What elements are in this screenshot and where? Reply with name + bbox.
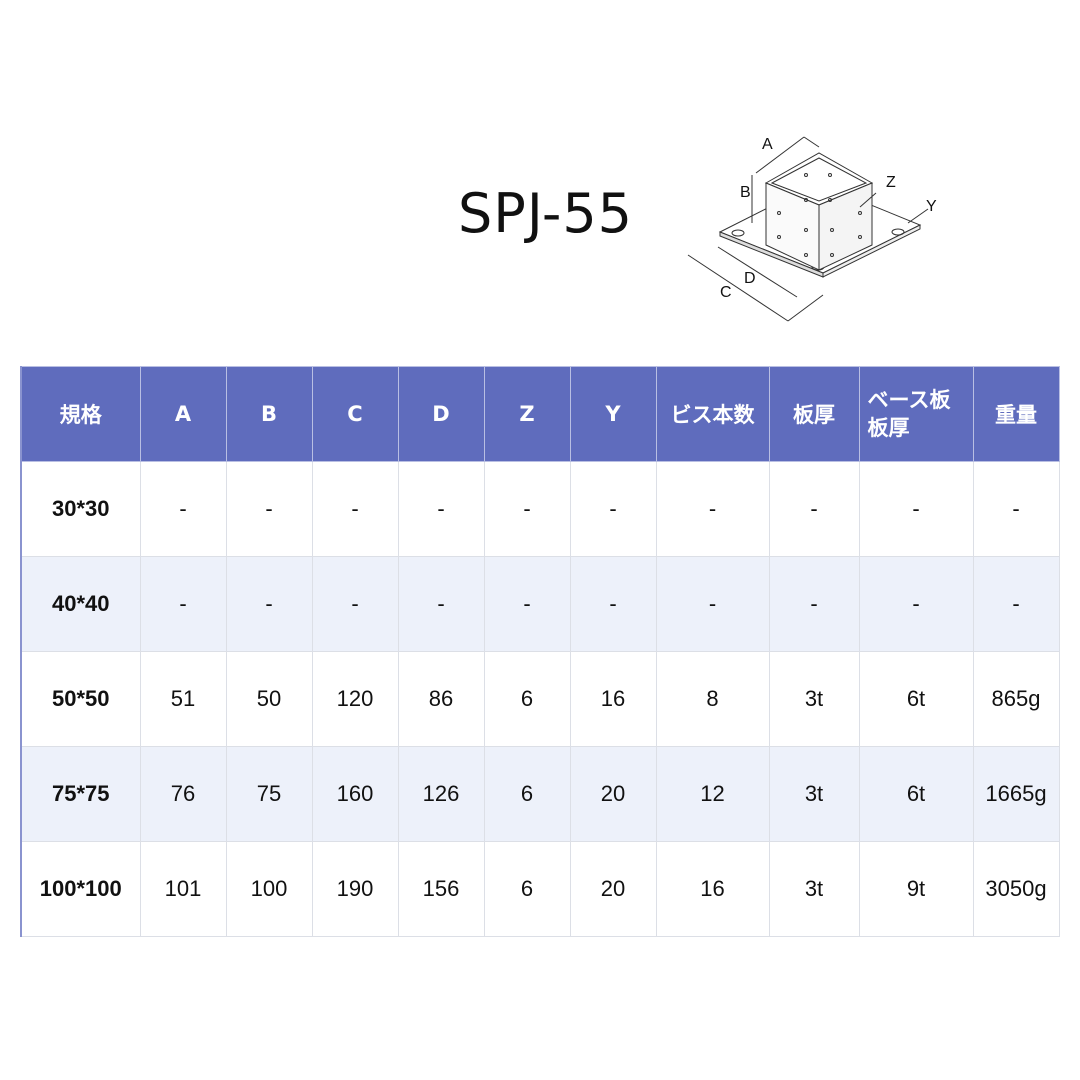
cell-a: 101 <box>139 841 227 937</box>
cell-a: - <box>139 461 227 557</box>
cell-weight: 1665g <box>972 746 1060 842</box>
cell-d: - <box>397 556 485 652</box>
dim-label-d: D <box>744 270 756 287</box>
header-d: D <box>397 366 485 462</box>
cell-z: - <box>483 461 571 557</box>
header-spec: 規格 <box>20 366 141 462</box>
cell-base-plate-thickness: 6t <box>858 651 974 747</box>
header-base-plate-thickness: ベース板 板厚 <box>858 366 974 462</box>
cell-a: 51 <box>139 651 227 747</box>
cell-c: 120 <box>311 651 399 747</box>
cell-weight: 3050g <box>972 841 1060 937</box>
cell-spec: 30*30 <box>20 461 141 557</box>
cell-b: 100 <box>225 841 313 937</box>
header-weight: 重量 <box>972 366 1060 462</box>
cell-b: - <box>225 461 313 557</box>
header-base-plate-line2: 板厚 <box>867 416 910 440</box>
post-base-diagram: A B C D Z Y <box>687 136 937 322</box>
cell-plate-thickness: 3t <box>768 746 860 842</box>
cell-y: 16 <box>569 651 657 747</box>
table-row: 75*75 76 75 160 126 6 20 12 3t 6t 1665g <box>20 746 1060 842</box>
cell-spec: 50*50 <box>20 651 141 747</box>
cell-a: - <box>139 556 227 652</box>
cell-z: 6 <box>483 746 571 842</box>
cell-a: 76 <box>139 746 227 842</box>
cell-d: 126 <box>397 746 485 842</box>
cell-z: 6 <box>483 841 571 937</box>
header-z: Z <box>483 366 571 462</box>
header-y: Y <box>569 366 657 462</box>
cell-plate-thickness: 3t <box>768 651 860 747</box>
cell-base-plate-thickness: 6t <box>858 746 974 842</box>
cell-spec: 100*100 <box>20 841 141 937</box>
cell-z: 6 <box>483 651 571 747</box>
dim-label-z: Z <box>886 174 896 191</box>
cell-screw-count: - <box>655 556 770 652</box>
spec-table: 規格 A B C D Z Y ビス本数 板厚 ベース板 板厚 重量 30*30 … <box>20 366 1060 937</box>
cell-base-plate-thickness: - <box>858 556 974 652</box>
dim-label-a: A <box>762 136 773 153</box>
cell-base-plate-thickness: - <box>858 461 974 557</box>
cell-spec: 75*75 <box>20 746 141 842</box>
cell-y: - <box>569 556 657 652</box>
header-c: C <box>311 366 399 462</box>
cell-screw-count: 8 <box>655 651 770 747</box>
cell-b: 50 <box>225 651 313 747</box>
cell-y: 20 <box>569 746 657 842</box>
table-row: 30*30 - - - - - - - - - - <box>20 461 1060 557</box>
table-row: 50*50 51 50 120 86 6 16 8 3t 6t 865g <box>20 651 1060 747</box>
cell-weight: - <box>972 556 1060 652</box>
cell-plate-thickness: 3t <box>768 841 860 937</box>
cell-plate-thickness: - <box>768 556 860 652</box>
dim-label-c: C <box>720 284 732 301</box>
table-row: 40*40 - - - - - - - - - - <box>20 556 1060 652</box>
cell-screw-count: 12 <box>655 746 770 842</box>
dim-label-y: Y <box>926 198 937 215</box>
cell-weight: 865g <box>972 651 1060 747</box>
cell-d: 86 <box>397 651 485 747</box>
cell-screw-count: - <box>655 461 770 557</box>
cell-z: - <box>483 556 571 652</box>
cell-c: 160 <box>311 746 399 842</box>
header-plate-thickness: 板厚 <box>768 366 860 462</box>
cell-c: - <box>311 461 399 557</box>
cell-b: - <box>225 556 313 652</box>
cell-base-plate-thickness: 9t <box>858 841 974 937</box>
cell-d: 156 <box>397 841 485 937</box>
dim-label-b: B <box>740 184 751 201</box>
table-row: 100*100 101 100 190 156 6 20 16 3t 9t 30… <box>20 841 1060 937</box>
header-screw-count: ビス本数 <box>655 366 770 462</box>
cell-y: 20 <box>569 841 657 937</box>
cell-screw-count: 16 <box>655 841 770 937</box>
cell-c: - <box>311 556 399 652</box>
cell-weight: - <box>972 461 1060 557</box>
cell-y: - <box>569 461 657 557</box>
cell-spec: 40*40 <box>20 556 141 652</box>
header-base-plate-line1: ベース板 <box>867 388 951 412</box>
cell-d: - <box>397 461 485 557</box>
cell-plate-thickness: - <box>768 461 860 557</box>
header-a: A <box>139 366 227 462</box>
header-b: B <box>225 366 313 462</box>
cell-b: 75 <box>225 746 313 842</box>
cell-c: 190 <box>311 841 399 937</box>
product-title: SPJ-55 <box>458 182 634 245</box>
table-header-row: 規格 A B C D Z Y ビス本数 板厚 ベース板 板厚 重量 <box>20 366 1060 462</box>
